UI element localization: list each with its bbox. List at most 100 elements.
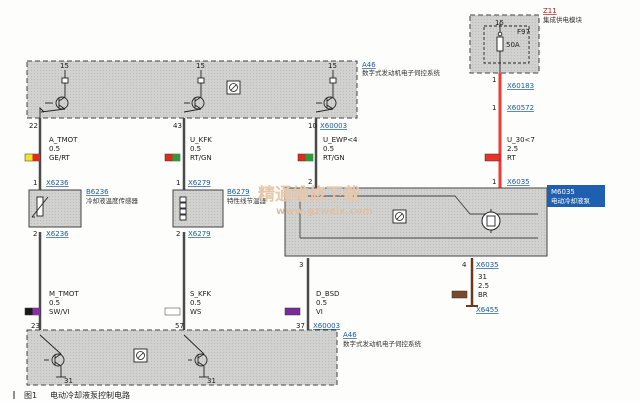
svg-text:2.5: 2.5 xyxy=(507,145,518,153)
pin-label: 23 xyxy=(31,322,40,330)
svg-text:VI: VI xyxy=(316,308,323,316)
svg-text:M_TMOT: M_TMOT xyxy=(49,290,79,298)
connector-ref[interactable]: X6236 xyxy=(46,230,69,238)
connector-ref[interactable]: X60572 xyxy=(507,104,534,112)
pin-label: 37 xyxy=(296,322,305,330)
svg-text:U_30<7: U_30<7 xyxy=(507,136,535,144)
a46-top-module: 15 15 15 A46 数字式发动机电子伺控系统 xyxy=(26,60,441,119)
pin-label: 15 xyxy=(495,19,504,27)
figure-caption: 图1 电动冷却液泵控制电路 xyxy=(13,390,130,400)
svg-text:3: 3 xyxy=(299,261,303,269)
svg-text:1: 1 xyxy=(492,178,496,186)
svg-text:WS: WS xyxy=(190,308,202,316)
svg-text:0.5: 0.5 xyxy=(190,145,201,153)
svg-text:1: 1 xyxy=(176,179,180,187)
connector-ref[interactable]: X60003 xyxy=(313,322,340,330)
module-name: 数字式发动机电子伺控系统 xyxy=(343,339,422,348)
module-name: 电动冷却液泵 xyxy=(551,196,591,205)
svg-text:0.5: 0.5 xyxy=(323,145,334,153)
fuse-id: F97 xyxy=(517,28,530,36)
svg-text:2: 2 xyxy=(33,230,37,238)
connector-ref[interactable]: X60003 xyxy=(320,122,347,130)
svg-text:A_TMOT: A_TMOT xyxy=(49,136,78,144)
wire-color-swatch xyxy=(284,307,301,316)
svg-text:D_BSD: D_BSD xyxy=(316,290,339,298)
pin-label: 15 xyxy=(196,62,205,70)
svg-text:0.5: 0.5 xyxy=(49,299,60,307)
connector-ref[interactable]: X6279 xyxy=(188,230,211,238)
z11-power-module: 15 50A F97 Z11 集成供电模块 xyxy=(469,7,583,74)
svg-text:0.5: 0.5 xyxy=(316,299,327,307)
svg-text:2: 2 xyxy=(308,178,312,186)
module-name: 冷却液温度传感器 xyxy=(86,196,139,205)
transistor-icon xyxy=(39,70,69,118)
watermark: 精通维修下载 www.gzweix.com xyxy=(258,184,373,217)
module-ref[interactable]: B6279 xyxy=(227,188,250,196)
wire-label-u-30: U_30<7 2.5 RT xyxy=(484,136,535,162)
pin-label: 1 xyxy=(492,76,496,84)
svg-text:精通维修下载: 精通维修下载 xyxy=(258,184,360,205)
module-name: 集成供电模块 xyxy=(543,15,583,24)
ecu-symbol-icon xyxy=(392,209,407,224)
sensor-b6236: 1 X6236 B6236 冷却液温度传感器 2 X6236 xyxy=(28,179,139,238)
wire-label-d-bsd: D_BSD 0.5 VI xyxy=(284,290,339,316)
a46-bottom-module: 31 31 A46 数字式发动机电子伺控系统 xyxy=(26,329,422,386)
wire-color-stripe xyxy=(172,154,180,161)
transistor-icon xyxy=(183,334,209,378)
wire-label-u-ewp: U_EWP<4 0.5 RT/GN xyxy=(297,136,358,162)
pin-label: 22 xyxy=(29,122,38,130)
connector-ref[interactable]: X6236 xyxy=(46,179,69,187)
wire-color-stripe xyxy=(305,154,313,161)
svg-text:2.5: 2.5 xyxy=(478,282,489,290)
wire-lines xyxy=(38,73,502,330)
svg-text:31: 31 xyxy=(478,273,487,281)
module-ref[interactable]: M6035 xyxy=(551,188,575,196)
connector-ref[interactable]: X6035 xyxy=(507,178,530,186)
pin-label: 15 xyxy=(328,62,337,70)
thermostat-b6279: 1 X6279 B6279 特性线节温器 2 X6279 xyxy=(172,179,267,238)
wire-label-s-kfk: S_KFK 0.5 WS xyxy=(164,290,212,316)
ecu-symbol-icon xyxy=(133,348,148,363)
pin-label: 43 xyxy=(173,122,182,130)
wire-color-swatch xyxy=(484,153,501,162)
module-ref[interactable]: A46 xyxy=(343,331,357,339)
pin-label: 1 xyxy=(492,104,496,112)
svg-text:www.gzweix.com: www.gzweix.com xyxy=(276,206,373,217)
wire-label-m-tmot: M_TMOT 0.5 SW/VI xyxy=(24,290,79,316)
svg-text:0.5: 0.5 xyxy=(190,299,201,307)
pump-m6035: 2 1 X6035 M6035 电动冷却液泵 3 4 X6035 xyxy=(284,178,605,269)
connector-ref[interactable]: X6035 xyxy=(476,261,499,269)
transistor-icon xyxy=(39,334,66,378)
svg-text:1: 1 xyxy=(33,179,37,187)
svg-text:BR: BR xyxy=(478,291,488,299)
svg-text:S_KFK: S_KFK xyxy=(190,290,212,298)
connector-ref[interactable]: X6455 xyxy=(476,306,499,314)
svg-text:4: 4 xyxy=(462,261,467,269)
module-ref[interactable]: Z11 xyxy=(543,7,557,15)
pin-label: 10 xyxy=(308,122,317,130)
transistor-icon xyxy=(183,70,205,113)
ecu-symbol-icon xyxy=(226,80,241,95)
module-ref[interactable]: B6236 xyxy=(86,188,109,196)
module-name: 数字式发动机电子伺控系统 xyxy=(362,68,441,77)
wire-label-a-tmot: A_TMOT 0.5 GE/RT xyxy=(24,136,78,162)
svg-text:图1: 图1 xyxy=(24,391,37,400)
wire-label-u-kfk: U_KFK 0.5 RT/GN xyxy=(164,136,212,162)
wire-color-stripe xyxy=(32,154,40,161)
svg-text:2: 2 xyxy=(176,230,180,238)
transistor-icon xyxy=(315,70,337,113)
wire-color-stripe xyxy=(32,308,40,315)
wire-label-gnd-31: 31 2.5 BR X6455 xyxy=(451,273,499,314)
svg-text:RT/GN: RT/GN xyxy=(323,154,345,162)
svg-text:SW/VI: SW/VI xyxy=(49,308,70,316)
connector-ref[interactable]: X6279 xyxy=(188,179,211,187)
motor-icon xyxy=(481,209,501,233)
module-ref[interactable]: A46 xyxy=(362,61,376,69)
connector-ref[interactable]: X60183 xyxy=(507,82,534,90)
svg-text:RT/GN: RT/GN xyxy=(190,154,212,162)
module-name: 特性线节温器 xyxy=(227,196,267,205)
pin-label: 31 xyxy=(64,377,73,385)
pin-label: 31 xyxy=(207,377,216,385)
wire-color-swatch xyxy=(164,307,181,316)
svg-text:GE/RT: GE/RT xyxy=(49,154,71,162)
